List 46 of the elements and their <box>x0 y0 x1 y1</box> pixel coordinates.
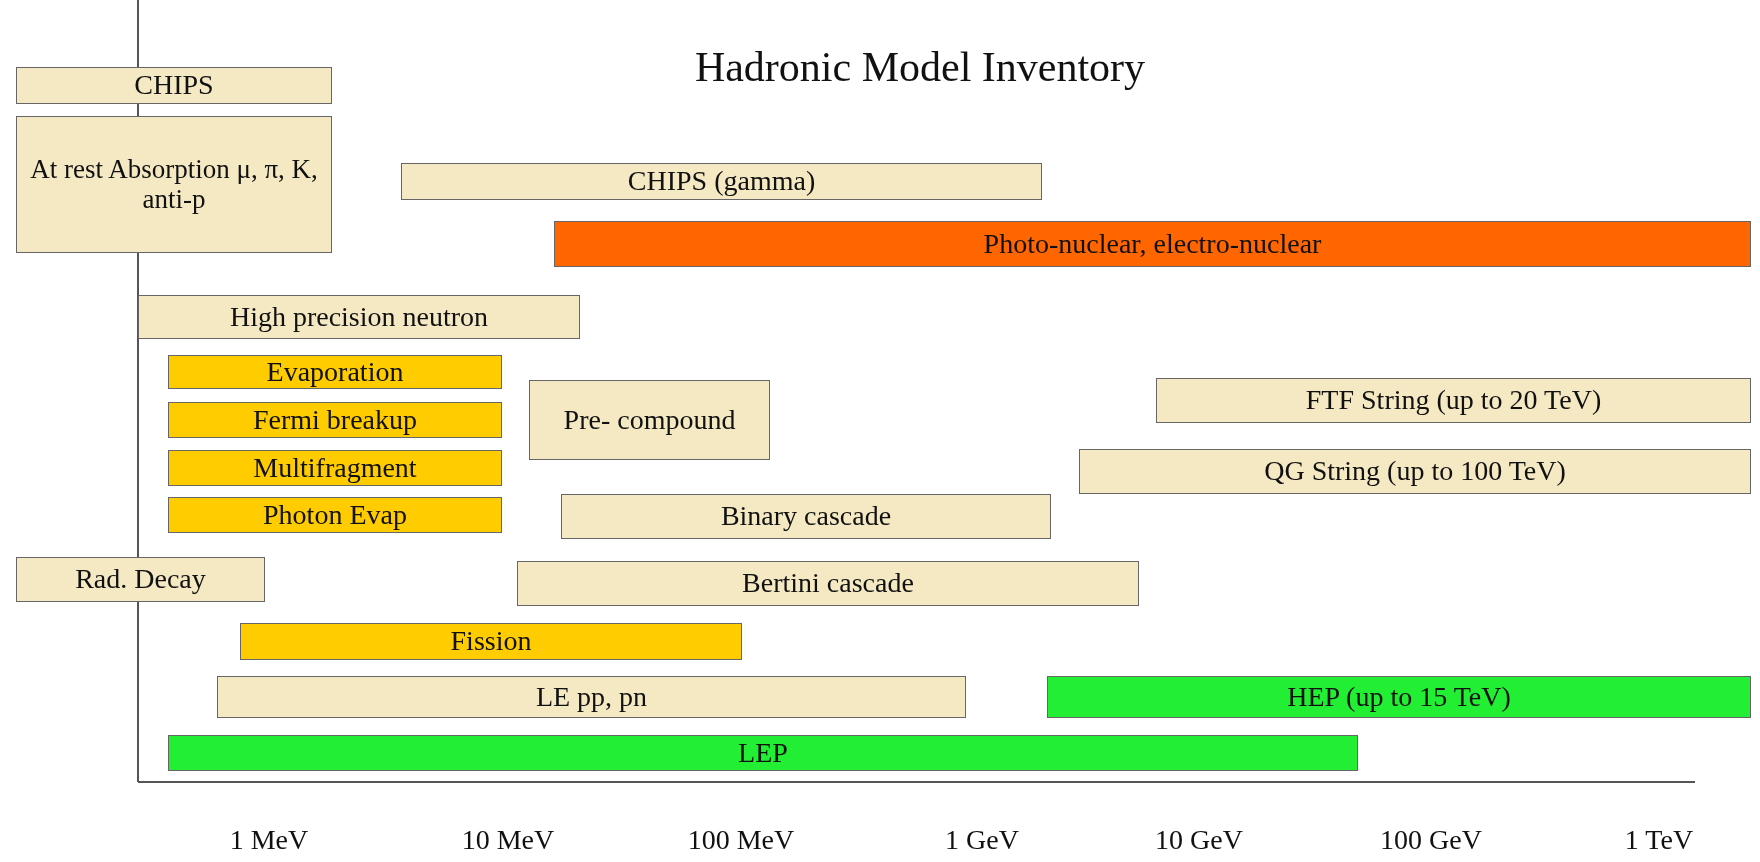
model-bar <box>168 450 502 486</box>
model-name: FTF String (up to 20 TeV) <box>1305 385 1602 416</box>
model-bar <box>554 221 1751 267</box>
model-name: Multifragment <box>253 452 417 484</box>
model-bar <box>1156 378 1751 423</box>
model-bar <box>168 735 1358 771</box>
model-name: QG String (up to 100 TeV) <box>1264 456 1566 487</box>
model-name: LE pp, pn <box>535 681 648 713</box>
model-bar <box>168 402 502 438</box>
model-bar <box>217 676 966 718</box>
model-bar <box>401 163 1042 200</box>
model-name: Pre- compound <box>563 404 736 436</box>
model-bar <box>1047 676 1751 718</box>
model-name: Photon Evap <box>263 499 407 531</box>
energy-tick-label: 1 GeV <box>945 824 1019 856</box>
energy-tick-label: 100 GeV <box>1380 824 1482 856</box>
model-bar <box>168 497 502 533</box>
model-bar <box>16 116 332 253</box>
diagram-title: Hadronic Model Inventory <box>693 43 1147 92</box>
model-bar <box>138 295 580 339</box>
model-name: CHIPS (gamma) <box>627 166 816 197</box>
energy-tick-label: 1 MeV <box>229 824 309 856</box>
model-bar <box>1079 449 1751 494</box>
model-bar <box>240 623 742 660</box>
model-bar <box>16 67 332 104</box>
model-bar <box>529 380 770 460</box>
model-name: Evaporation <box>266 356 404 388</box>
model-name: Binary cascade <box>720 501 892 532</box>
energy-tick-label: 100 MeV <box>687 824 795 856</box>
model-name: LEP <box>738 737 788 769</box>
model-bar <box>517 561 1139 606</box>
energy-tick-label: 10 GeV <box>1155 824 1243 856</box>
model-name: Fission <box>450 626 532 657</box>
model-name: Fermi breakup <box>252 404 418 436</box>
model-name: HEP (up to 15 TeV) <box>1287 681 1511 713</box>
model-name: Rad. Decay <box>75 564 206 595</box>
model-name: CHIPS <box>134 70 214 101</box>
model-bar <box>168 355 502 389</box>
model-name: Bertini cascade <box>742 568 914 599</box>
model-name: At rest Absorption μ, π, K, anti-p <box>29 154 319 215</box>
model-name: Photo-nuclear, electro-nuclear <box>983 228 1322 260</box>
model-name: High precision neutron <box>229 301 489 333</box>
energy-tick-label: 1 TeV <box>1624 824 1694 856</box>
model-bar <box>561 494 1051 539</box>
energy-tick-label: 10 MeV <box>461 824 555 856</box>
model-bar <box>16 557 265 602</box>
